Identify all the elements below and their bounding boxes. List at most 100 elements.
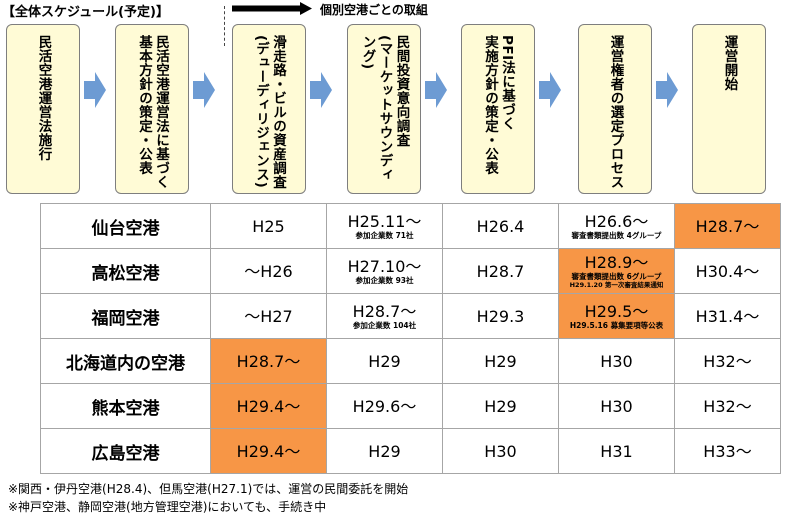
table-row: 高松空港 ～H26 H27.10～参加企業数 93社 H28.7 H28.9～審査書類提…: [40, 248, 781, 294]
schedule-date: H28.7: [476, 261, 525, 281]
schedule-cell: H26.6～審査書類提出数 4グループ: [558, 203, 675, 249]
flow-arrow-icon: [539, 72, 561, 108]
phase-divider: [224, 6, 225, 46]
flow-arrow-icon: [193, 72, 215, 108]
schedule-cell: H29.4～: [210, 383, 327, 429]
process-stage: 民活空港運営法施行: [6, 24, 80, 194]
schedule-cell: H29: [326, 338, 443, 384]
process-stage: 民活空港運営法に基づく 基本方針の策定・公表: [115, 24, 189, 194]
footnote: ※関西・伊丹空港(H28.4)、但馬空港(H27.1)では、運営の民間委託を開始: [8, 482, 409, 496]
schedule-cell: H29.6～: [326, 383, 443, 429]
schedule-title: 【全体スケジュール(予定)】: [2, 5, 169, 20]
schedule-date: H32～: [703, 351, 752, 371]
airport-name: 北海道内の空港: [40, 338, 211, 384]
schedule-cell: H30.4～: [674, 248, 781, 294]
process-stage-label: 滑走路・ビルの資産調査 (デューディリジェンス): [253, 35, 286, 189]
table-row: 北海道内の空港 H28.7～ H29 H29 H30 H32～: [40, 338, 781, 384]
schedule-date: H26.6～: [584, 212, 649, 231]
schedule-date: H29: [484, 396, 517, 416]
schedule-date: H29: [368, 351, 401, 371]
schedule-cell: H31.4～: [674, 293, 781, 339]
process-stage: 民間投資意向調査 (マーケットサウンディ ング): [347, 24, 421, 194]
schedule-date: ～H26: [244, 261, 293, 281]
schedule-cell: H27.10～参加企業数 93社: [326, 248, 443, 294]
schedule-cell: H28.7: [442, 248, 559, 294]
table-row: 広島空港 H29.4～ H29 H30 H31 H33～: [40, 428, 781, 474]
schedule-date: H30: [484, 441, 517, 461]
schedule-date: H28.7～: [352, 302, 417, 321]
schedule-date: H29: [368, 441, 401, 461]
flow-arrow-icon: [84, 72, 106, 108]
airport-name: 仙台空港: [40, 203, 211, 249]
schedule-note: H29.5.16 募集要項等公表: [569, 321, 664, 330]
process-stage-label: 民活空港運営法に基づく 基本方針の策定・公表: [136, 35, 169, 189]
schedule-cell: H29: [326, 428, 443, 474]
schedule-date: H31.4～: [695, 306, 760, 326]
airport-name: 広島空港: [40, 428, 211, 474]
schedule-cell: H28.7～参加企業数 104社: [326, 293, 443, 339]
schedule-cell: H29.3: [442, 293, 559, 339]
schedule-date: H32～: [703, 396, 752, 416]
footnote: ※神戸空港、静岡空港(地方管理空港)においても、手続き中: [8, 500, 327, 514]
schedule-date: H30: [600, 351, 633, 371]
schedule-cell: H32～: [674, 338, 781, 384]
table-row: 仙台空港 H25 H25.11～参加企業数 71社 H26.4 H26.6～審査書類提出…: [40, 203, 781, 249]
schedule-cell: H28.7～: [674, 203, 781, 249]
airport-name: 福岡空港: [40, 293, 211, 339]
process-stage: 運営開始: [692, 24, 766, 194]
schedule-date: H25.11～: [347, 212, 422, 231]
footnotes: ※関西・伊丹空港(H28.4)、但馬空港(H27.1)では、運営の民間委託を開始…: [8, 480, 408, 516]
schedule-cell: H30: [558, 383, 675, 429]
flow-arrow-icon: [656, 72, 678, 108]
schedule-date: H30.4～: [695, 261, 760, 281]
schedule-cell: H32～: [674, 383, 781, 429]
schedule-note: 参加企業数 71社: [355, 231, 414, 240]
schedule-note: 審査書類提出数 6グループ: [571, 272, 662, 281]
schedule-note: 審査書類提出数 4グループ: [571, 231, 662, 240]
schedule-date: H26.4: [476, 216, 525, 236]
schedule-cell: H33～: [674, 428, 781, 474]
schedule-cell: H25.11～参加企業数 71社: [326, 203, 443, 249]
schedule-date: H31: [600, 441, 633, 461]
schedule-cell: H30: [442, 428, 559, 474]
process-stage-label: 民間投資意向調査 (マーケットサウンディ ング): [359, 35, 410, 182]
process-stage-label: 運営開始: [721, 35, 738, 91]
schedule-date: H29.5～: [584, 302, 649, 321]
flow-arrow-icon: [425, 72, 447, 108]
process-stage-label: 民活空港運営法施行: [35, 35, 52, 161]
schedule-cell: H29: [442, 338, 559, 384]
schedule-cell: ～H26: [210, 248, 327, 294]
schedule-date: H25: [252, 216, 285, 236]
arrow-right-icon: [232, 2, 312, 15]
airport-name: 高松空港: [40, 248, 211, 294]
schedule-cell: H29.5～H29.5.16 募集要項等公表: [558, 293, 675, 339]
flow-arrow-icon: [310, 72, 332, 108]
process-stage: 運営権者の選定プロセス: [578, 24, 652, 194]
schedule-date: H29.6～: [352, 396, 417, 416]
process-stage-label: PFI法に基づく 実施方針の策定・公表: [482, 35, 515, 175]
schedule-date: H28.7～: [236, 351, 301, 371]
process-stage: PFI法に基づく 実施方針の策定・公表: [461, 24, 535, 194]
schedule-date: H28.9～: [584, 253, 649, 272]
individual-airport-label: 個別空港ごとの取組: [320, 3, 428, 17]
schedule-cell: H31: [558, 428, 675, 474]
schedule-date: H29.3: [476, 306, 525, 326]
schedule-cell: H25: [210, 203, 327, 249]
airport-name: 熊本空港: [40, 383, 211, 429]
schedule-cell: H26.4: [442, 203, 559, 249]
schedule-date: H30: [600, 396, 633, 416]
schedule-date: H29: [484, 351, 517, 371]
process-stage: 滑走路・ビルの資産調査 (デューディリジェンス): [232, 24, 306, 194]
schedule-note: H29.1.20 第一次審査結果通知: [569, 281, 664, 289]
table-row: 熊本空港 H29.4～ H29.6～ H29 H30 H32～: [40, 383, 781, 429]
schedule-date: H29.4～: [236, 441, 301, 461]
schedule-cell: H29: [442, 383, 559, 429]
schedule-cell: H30: [558, 338, 675, 384]
schedule-note: 参加企業数 104社: [352, 321, 417, 330]
schedule-date: H28.7～: [695, 216, 760, 236]
schedule-date: H27.10～: [347, 257, 422, 276]
schedule-date: H29.4～: [236, 396, 301, 416]
